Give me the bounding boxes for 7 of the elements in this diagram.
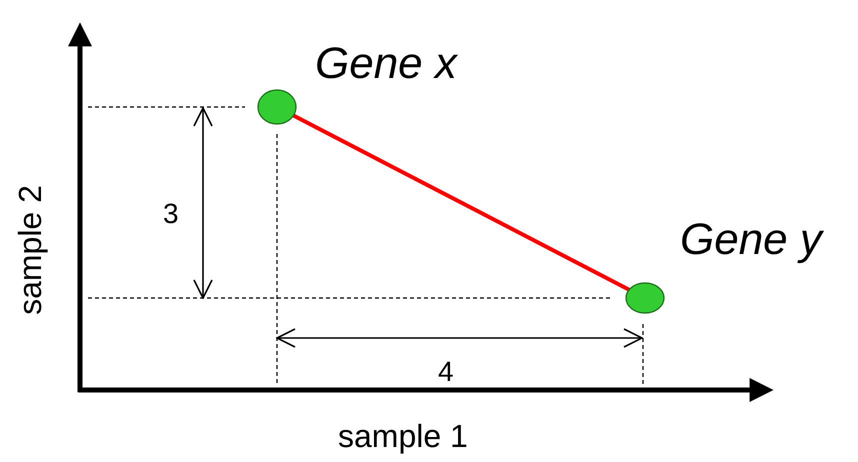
axis-label: sample 1: [338, 420, 468, 452]
connector-line: [292, 114, 630, 292]
gene-label: Gene x: [315, 42, 457, 86]
dimension-label: 3: [163, 200, 179, 228]
dimension-label: 4: [438, 358, 454, 386]
axis-label: sample 2: [14, 185, 46, 315]
gene-label: Gene y: [680, 218, 822, 262]
